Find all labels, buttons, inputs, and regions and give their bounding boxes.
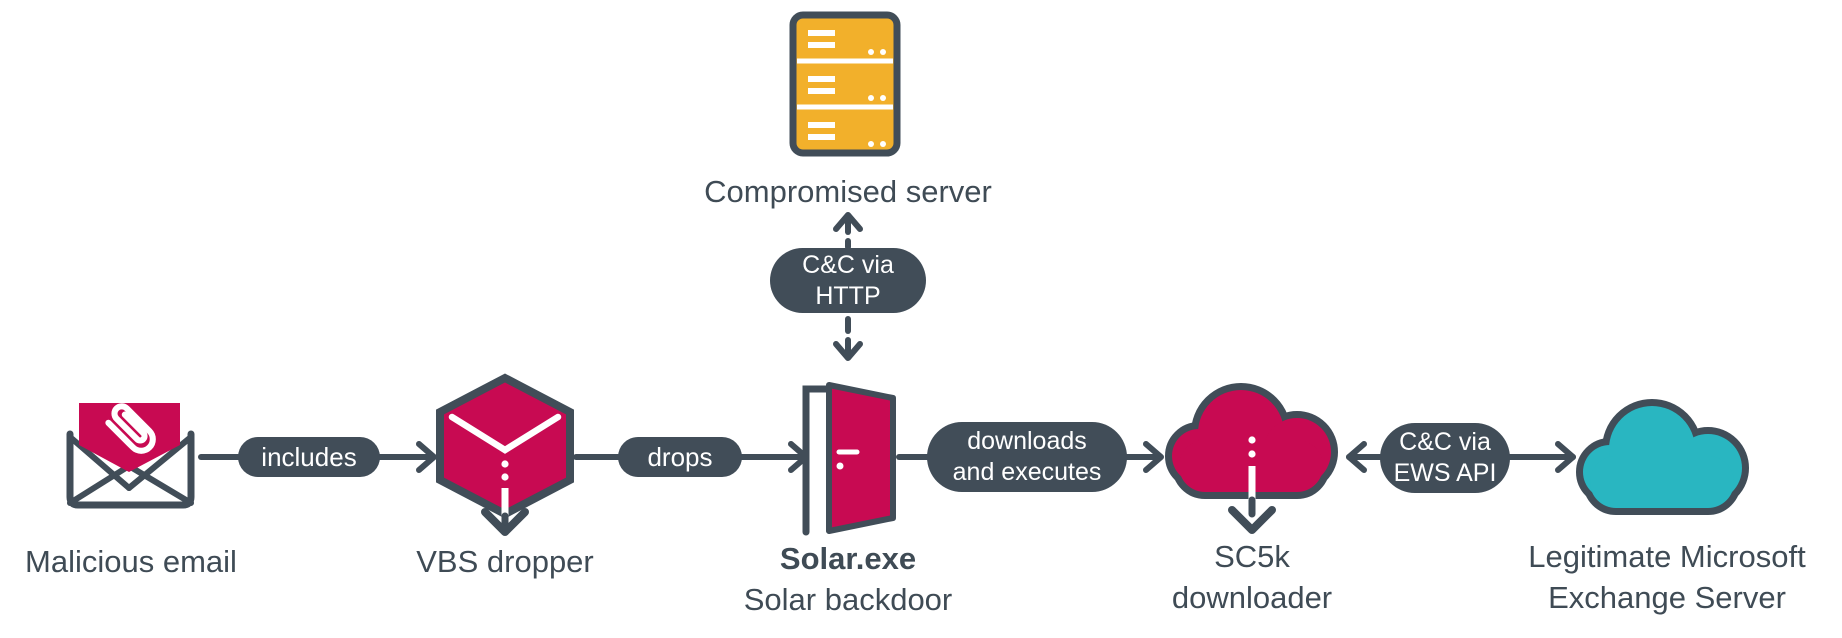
solar-name: Solar.exe bbox=[779, 541, 917, 576]
solar-subtitle: Solar backdoor bbox=[743, 582, 953, 617]
arrowhead-right-icon bbox=[1143, 441, 1164, 473]
paperclip-icon bbox=[105, 403, 156, 454]
email-attachment-icon bbox=[66, 403, 195, 509]
exchange-label: Legitimate Microsoft Exchange Server bbox=[1477, 536, 1842, 618]
arrowhead-right-icon bbox=[1555, 441, 1576, 473]
sc5k-drop-arrow bbox=[1228, 496, 1276, 534]
cc-http-up-arrow bbox=[833, 212, 863, 250]
downloads-pill-line2: and executes bbox=[952, 458, 1102, 486]
cc-ews-pill-line2: EWS API bbox=[1393, 459, 1497, 487]
exchange-label-line2: Exchange Server bbox=[1548, 580, 1786, 615]
sc5k-label-line1: SC5k bbox=[1214, 539, 1290, 574]
cc-http-pill-line2: HTTP bbox=[815, 281, 881, 310]
downloads-pill-line1: downloads bbox=[967, 427, 1087, 455]
malicious-email-label: Malicious email bbox=[25, 544, 237, 579]
open-door-icon bbox=[802, 382, 896, 536]
compromised-server-label: Compromised server bbox=[704, 174, 992, 209]
package-cube-icon bbox=[436, 373, 574, 519]
cc-http-down-arrow bbox=[833, 316, 863, 361]
downloads-pill: downloads and executes bbox=[927, 422, 1127, 492]
exchange-cloud-icon bbox=[1576, 399, 1749, 515]
server-icon bbox=[789, 11, 901, 157]
arrowhead-right-icon bbox=[416, 441, 437, 473]
attachment-paper bbox=[79, 403, 180, 472]
door-panel bbox=[826, 382, 896, 534]
vbs-dropper-label: VBS dropper bbox=[416, 544, 594, 579]
cc-http-pill-line1: C&C via bbox=[802, 250, 894, 279]
sc5k-label-line2: downloader bbox=[1171, 580, 1333, 615]
vbs-drop-arrow bbox=[481, 508, 529, 536]
cc-ews-pill: C&C via EWS API bbox=[1380, 423, 1510, 493]
sc5k-label: SC5k downloader bbox=[1102, 536, 1402, 618]
exchange-label-line1: Legitimate Microsoft bbox=[1528, 539, 1806, 574]
cc-ews-pill-line1: C&C via bbox=[1399, 428, 1491, 456]
sc5k-cloud-icon bbox=[1165, 383, 1338, 500]
door-frame bbox=[802, 385, 830, 536]
cc-http-pill: C&C via HTTP bbox=[770, 248, 926, 313]
includes-pill: includes bbox=[238, 437, 380, 477]
arrowhead-left-icon bbox=[1346, 441, 1367, 473]
drops-pill: drops bbox=[618, 437, 742, 477]
solar-label: Solar.exe Solar backdoor bbox=[698, 538, 998, 620]
